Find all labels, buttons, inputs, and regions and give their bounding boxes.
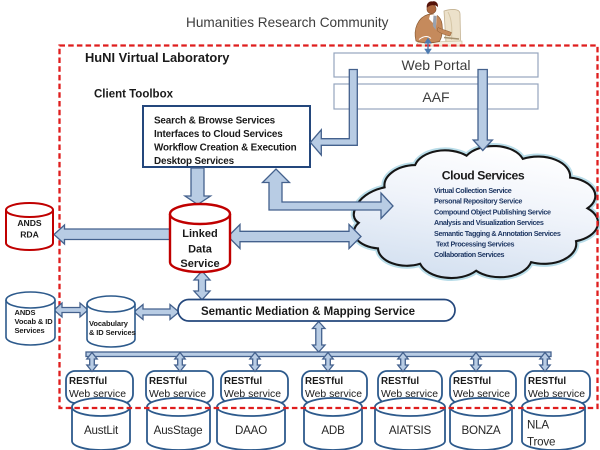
- svg-text:Search & Browse Services: Search & Browse Services: [154, 116, 276, 127]
- svg-text:AIATSIS: AIATSIS: [389, 424, 432, 437]
- svg-text:AAF: AAF: [422, 89, 449, 105]
- svg-text:AustLit: AustLit: [84, 424, 119, 437]
- svg-text:Collaboration Services: Collaboration Services: [434, 250, 505, 259]
- svg-text:Web service: Web service: [149, 389, 206, 400]
- svg-text:Web service: Web service: [305, 389, 362, 400]
- svg-text:Virtual Collection Service: Virtual Collection Service: [434, 186, 512, 195]
- svg-text:RESTful: RESTful: [69, 376, 107, 387]
- svg-text:AusStage: AusStage: [154, 424, 203, 437]
- svg-text:Cloud Services: Cloud Services: [442, 169, 525, 183]
- svg-text:RESTful: RESTful: [149, 376, 187, 387]
- svg-text:Vocab & ID: Vocab & ID: [15, 317, 54, 326]
- svg-text:Analysis and Visualization Se: Analysis and Visualization Services: [434, 218, 544, 227]
- svg-text:NLA: NLA: [527, 419, 549, 432]
- svg-text:Client Toolbox: Client Toolbox: [94, 89, 174, 101]
- svg-text:RESTful: RESTful: [224, 376, 262, 387]
- svg-text:BONZA: BONZA: [462, 424, 501, 437]
- svg-text:Vocabulary: Vocabulary: [89, 319, 129, 328]
- svg-text:Text Processing Services: Text Processing Services: [436, 240, 515, 249]
- svg-text:Desktop Services: Desktop Services: [154, 156, 235, 167]
- svg-text:Personal Repository Service: Personal Repository Service: [434, 197, 522, 206]
- svg-text:Web service: Web service: [381, 389, 438, 400]
- svg-text:Humanities Research Community: Humanities Research Community: [186, 15, 389, 30]
- svg-text:RESTful: RESTful: [381, 376, 419, 387]
- svg-text:Linked: Linked: [182, 228, 217, 240]
- svg-text:Semantic Tagging & Annotation: Semantic Tagging & Annotation Services: [434, 229, 561, 238]
- svg-text:DAAO: DAAO: [235, 424, 267, 437]
- svg-text:Workflow Creation & Execution: Workflow Creation & Execution: [154, 143, 297, 154]
- svg-text:ANDS: ANDS: [15, 308, 36, 317]
- svg-text:Trove: Trove: [527, 436, 555, 449]
- svg-text:RESTful: RESTful: [528, 376, 566, 387]
- svg-text:ADB: ADB: [321, 424, 345, 437]
- svg-text:RESTful: RESTful: [305, 376, 343, 387]
- svg-text:Web service: Web service: [453, 389, 510, 400]
- svg-text:ANDS: ANDS: [17, 218, 42, 228]
- svg-text:Services: Services: [15, 326, 45, 335]
- svg-text:Web service: Web service: [528, 389, 585, 400]
- svg-text:Web service: Web service: [69, 389, 126, 400]
- svg-text:Web Portal: Web Portal: [402, 57, 471, 73]
- svg-text:Service: Service: [180, 258, 219, 270]
- svg-text:RDA: RDA: [20, 230, 39, 240]
- svg-text:RESTful: RESTful: [453, 376, 491, 387]
- svg-text:Compound Object Publishing Se: Compound Object Publishing Service: [434, 207, 551, 216]
- svg-text:Interfaces to Cloud Services: Interfaces to Cloud Services: [154, 129, 283, 140]
- svg-text:Semantic Mediation & Mapping: Semantic Mediation & Mapping Service: [201, 306, 415, 318]
- svg-text:& ID Services: & ID Services: [89, 328, 136, 337]
- svg-text:Web service: Web service: [224, 389, 281, 400]
- svg-text:Data: Data: [188, 244, 213, 256]
- svg-text:HuNI Virtual Laboratory: HuNI Virtual Laboratory: [85, 50, 230, 65]
